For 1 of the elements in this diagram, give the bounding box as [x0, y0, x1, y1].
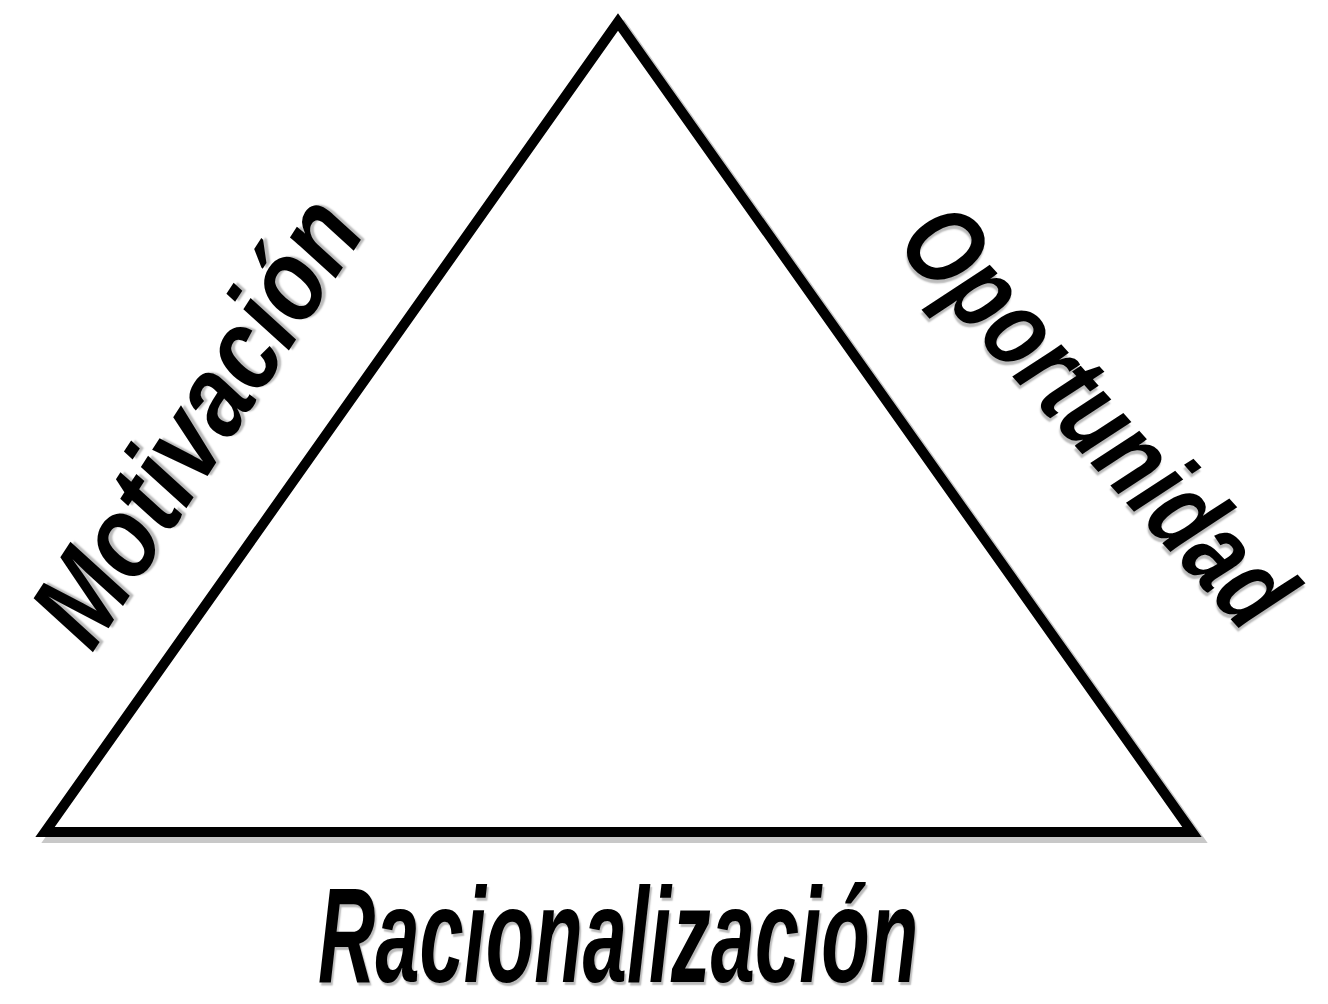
side-label: Racionalización — [318, 867, 919, 1003]
